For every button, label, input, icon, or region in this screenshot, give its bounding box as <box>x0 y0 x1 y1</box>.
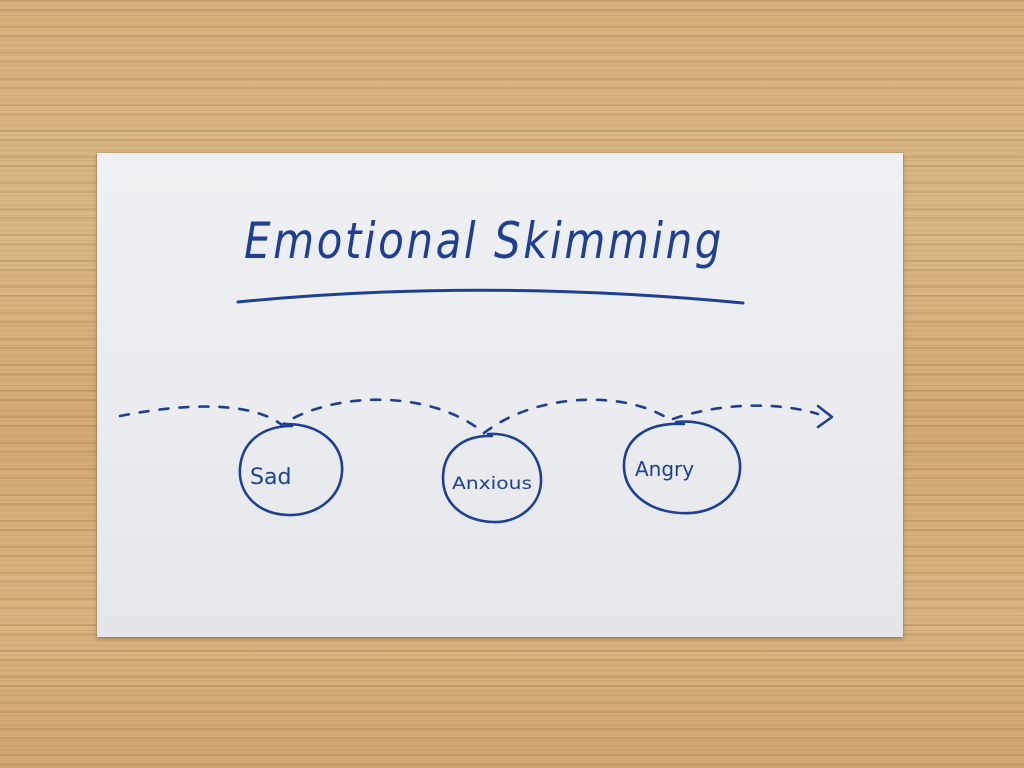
arrow-head-icon <box>818 406 832 427</box>
emotion-label-anxious: Anxious <box>452 474 532 494</box>
emotion-label-sad: Sad <box>250 465 291 490</box>
title-underline <box>238 290 743 303</box>
card-title: Emotional Skimming <box>244 212 724 270</box>
emotion-label-angry: Angry <box>635 457 694 481</box>
